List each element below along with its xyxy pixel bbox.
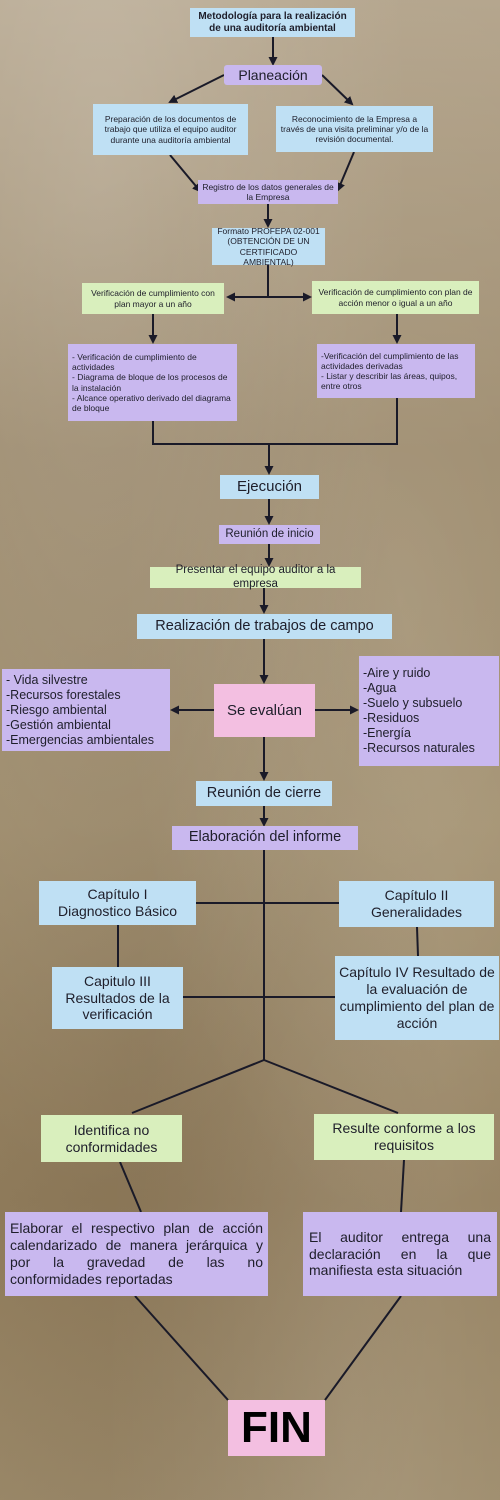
formato-text: Formato PROFEPA 02-001 (OBTENCIÓN DE UN …: [217, 226, 320, 267]
list-mayor-text: - Verificación de cumplimiento de activi…: [72, 351, 231, 413]
conforme-text: Resulte conforme a los requisitos: [332, 1120, 476, 1153]
trabajos-campo-text: Realización de trabajos de campo: [155, 617, 374, 634]
line-entrega-fin: [324, 1295, 402, 1401]
reunion-cierre-text: Reunión de cierre: [206, 784, 322, 801]
fin-text: FIN: [241, 1402, 312, 1452]
eval-left-box: - Vida silvestre -Recursos forestales -R…: [2, 669, 170, 751]
informe-box: Elaboración del informe: [172, 826, 358, 850]
registro-text: Registro de los datos generales de la Em…: [202, 181, 334, 202]
reconocimiento-text: Reconocimiento de la Empresa a través de…: [280, 113, 429, 145]
cap4-text: Capítulo IV Resultado de la evaluación d…: [339, 964, 495, 1031]
formato-box: Formato PROFEPA 02-001 (OBTENCIÓN DE UN …: [212, 226, 325, 267]
verif-menor-box: Verificación de cumplimiento con plan de…: [312, 281, 479, 314]
eval-right-text: -Aire y ruido -Agua -Suelo y subsuelo -R…: [363, 666, 475, 755]
reunion-inicio-text: Reunión de inicio: [225, 527, 314, 540]
line-trunk-identifica: [131, 1059, 265, 1114]
elaborar-plan-box: Elaborar el respectivo plan de acción ca…: [5, 1212, 268, 1296]
list-mayor-box: - Verificación de cumplimiento de activi…: [68, 344, 237, 421]
presentar-box: Presentar el equipo auditor a la empresa: [150, 564, 361, 590]
arrow-recon-registro: [336, 151, 355, 192]
verif-menor-text: Verificación de cumplimiento con plan de…: [318, 287, 473, 308]
auditor-entrega-text: El auditor entrega una declaración en la…: [309, 1228, 491, 1279]
identifica-text: Identifica no conformidades: [65, 1121, 158, 1155]
line-identifica-plan: [119, 1161, 142, 1213]
line-trunk-conforme: [263, 1059, 399, 1114]
reconocimiento-box: Reconocimiento de la Empresa a través de…: [276, 106, 433, 152]
registro-box: Registro de los datos generales de la Em…: [198, 180, 338, 204]
planeacion-box: Planeación: [224, 65, 322, 85]
ejecucion-text: Ejecución: [236, 478, 303, 495]
cap4-box: Capítulo IV Resultado de la evaluación d…: [335, 956, 499, 1040]
cap3-text: Capitulo III Resultados de la verificaci…: [65, 972, 170, 1023]
cap2-text: Capítulo II Generalidades: [370, 887, 463, 920]
planeacion-text: Planeación: [238, 66, 308, 83]
reunion-cierre-box: Reunión de cierre: [196, 781, 332, 806]
reunion-inicio-box: Reunión de inicio: [219, 525, 320, 544]
cap3-box: Capitulo III Resultados de la verificaci…: [52, 967, 183, 1029]
line-cap2-cap4: [416, 926, 419, 957]
auditor-entrega-box: El auditor entrega una declaración en la…: [303, 1212, 497, 1296]
identifica-box: Identifica no conformidades: [41, 1115, 182, 1162]
presentar-text: Presentar el equipo auditor a la empresa: [175, 563, 336, 590]
se-evaluan-text: Se evalúan: [226, 701, 303, 719]
cap1-text: Capítulo I Diagnostico Básico: [57, 886, 178, 919]
prep-docs-box: Preparación de los documentos de trabajo…: [93, 104, 248, 155]
arrow-planeacion-recon: [321, 74, 354, 106]
arrow-planeacion-prep: [168, 74, 225, 103]
trabajos-campo-box: Realización de trabajos de campo: [137, 614, 392, 639]
list-menor-text: -Verificación del cumplimiento de las ac…: [321, 350, 459, 392]
conforme-box: Resulte conforme a los requisitos: [314, 1114, 494, 1160]
ejecucion-box: Ejecución: [220, 475, 319, 499]
title-text: Metodología para la realización de una a…: [198, 10, 347, 34]
arrow-prep-registro: [169, 154, 202, 193]
title-box: Metodología para la realización de una a…: [190, 8, 355, 37]
prep-docs-text: Preparación de los documentos de trabajo…: [104, 114, 237, 145]
cap1-box: Capítulo I Diagnostico Básico: [39, 881, 196, 925]
line-conforme-entrega: [400, 1159, 405, 1213]
eval-right-box: -Aire y ruido -Agua -Suelo y subsuelo -R…: [359, 656, 499, 766]
verif-mayor-box: Verificación de cumplimiento con plan ma…: [82, 283, 224, 314]
fin-box: FIN: [228, 1400, 325, 1456]
line-lists-merge: [152, 398, 398, 445]
se-evaluan-box: Se evalúan: [214, 684, 315, 737]
verif-mayor-text: Verificación de cumplimiento con plan ma…: [91, 288, 215, 309]
list-menor-box: -Verificación del cumplimiento de las ac…: [317, 344, 475, 398]
cap2-box: Capítulo II Generalidades: [339, 881, 494, 927]
informe-text: Elaboración del informe: [188, 829, 342, 846]
line-plan-fin: [134, 1295, 229, 1401]
elaborar-plan-text: Elaborar el respectivo plan de acción ca…: [10, 1220, 263, 1287]
eval-left-text: - Vida silvestre -Recursos forestales -R…: [6, 672, 154, 747]
